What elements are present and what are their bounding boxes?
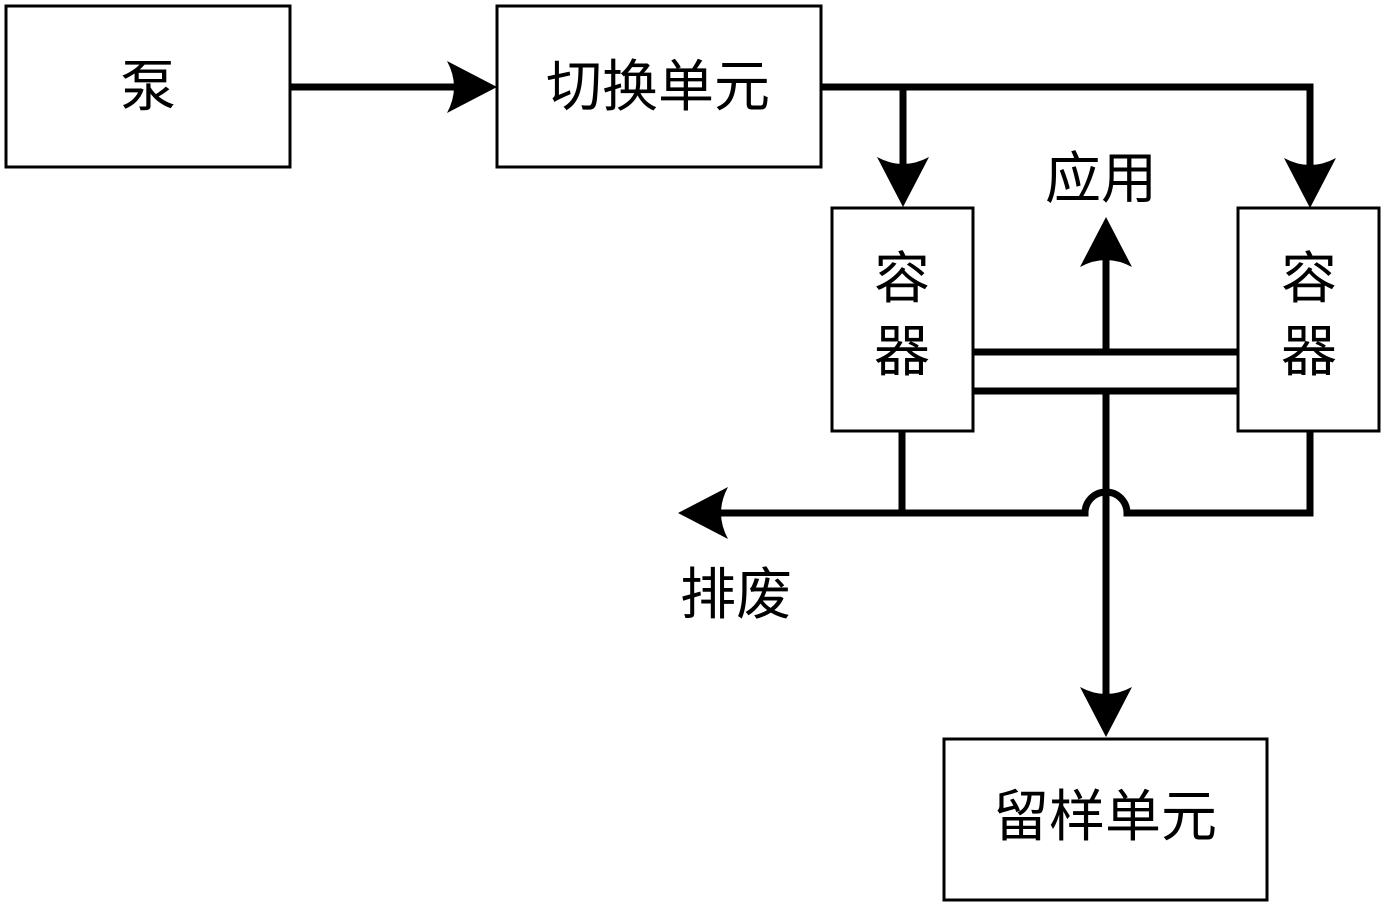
left-arrowhead-icon — [678, 487, 728, 539]
sample-retention-unit-node: 留样单元 — [942, 737, 1269, 902]
waste-discharge-flow-label: 排废 — [680, 565, 792, 627]
container-right-label-line1: 容 — [1281, 249, 1337, 311]
container-left-node: 容 器 — [830, 206, 975, 433]
sample-retention-unit-box — [942, 737, 1269, 902]
sample-retention-unit-label: 留样单元 — [993, 787, 1217, 849]
up-arrowhead-icon — [1080, 217, 1132, 267]
down-arrowhead-icon — [1284, 158, 1336, 208]
pump-box — [4, 4, 292, 169]
container-right-label-line2: 器 — [1281, 322, 1337, 384]
down-arrowhead-icon — [1080, 687, 1132, 737]
container-left-label-line1: 容 — [874, 249, 930, 311]
pump-node: 泵 — [4, 4, 292, 169]
switching-unit-box — [495, 4, 823, 169]
container-right-node: 容 器 — [1236, 206, 1381, 433]
waste-line — [717, 431, 1314, 517]
switching-unit-label: 切换单元 — [546, 57, 770, 119]
pump-label: 泵 — [120, 57, 176, 119]
container-left-box — [830, 206, 975, 433]
application-flow-label: 应用 — [1045, 149, 1157, 211]
flow-lines — [291, 61, 1336, 737]
down-arrowhead-icon — [877, 157, 929, 207]
switching-unit-node: 切换单元 — [495, 4, 823, 169]
right-arrowhead-icon — [447, 61, 497, 113]
switching-distribution-line — [821, 83, 1314, 172]
container-left-label-line2: 器 — [874, 322, 930, 384]
container-right-box — [1236, 206, 1381, 433]
